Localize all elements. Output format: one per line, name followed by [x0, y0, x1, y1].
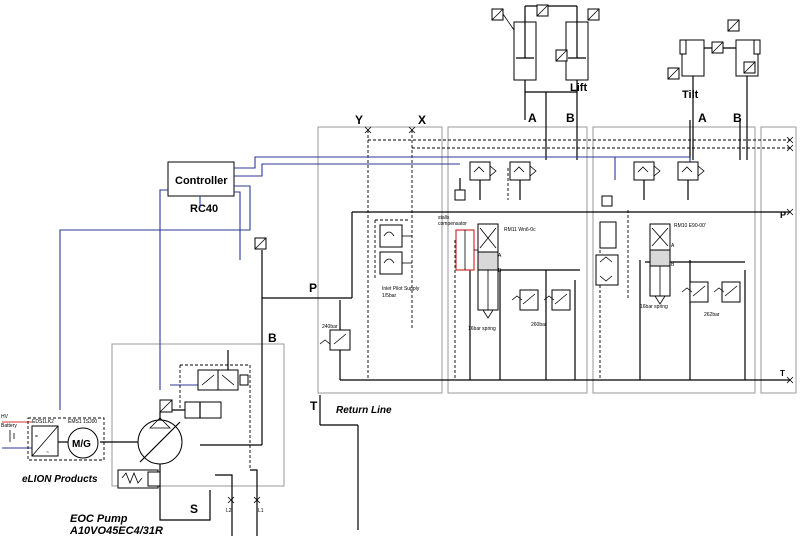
main-lines: [261, 211, 790, 530]
eoc-pump-label-2: A10VO45EC4/31R: [69, 525, 163, 536]
port-l2-label: L2: [226, 508, 232, 514]
tilt-valve-assembly: RM10 E90-00' A B 16bar spring 262bar: [595, 161, 741, 318]
pump-section-box: [111, 343, 285, 487]
port-b-pump-label: B: [268, 331, 277, 345]
lift-valve-a-label: A: [498, 253, 502, 259]
lift-valve-b-label: B: [498, 268, 502, 274]
pressure-sensor: [254, 237, 267, 250]
port-b1-label: B: [566, 111, 575, 125]
port-x-label: X: [418, 113, 426, 127]
stalls-comp-label-1: stalls: [438, 215, 450, 221]
port-a1-label: A: [528, 111, 537, 125]
lift-cylinders: [491, 4, 600, 93]
inlet-pilot-label-1: Inlet Pilot Supply: [382, 286, 420, 292]
spring-16a-label: 16bar spring: [468, 326, 496, 332]
port-t-label: T: [310, 399, 318, 413]
relief-260-label: 260bar: [531, 322, 547, 328]
port-a2-label: A: [698, 111, 707, 125]
controller-block: Controller RC40: [167, 161, 235, 215]
inlet-pilot-label-2: 1/5bar: [382, 293, 397, 299]
port-cross-marks: [227, 126, 794, 504]
lift-valve-section: [447, 126, 588, 394]
battery-label: Battery: [1, 423, 17, 429]
port-y-label: Y: [355, 113, 363, 127]
elion-label: eLION Products: [22, 474, 98, 485]
rm11-label: RM11 Wn6-0c: [504, 227, 536, 233]
port-l1-label: L1: [258, 508, 264, 514]
eoc-pump-assembly: L2 L1 EOC Pump A10VO45EC4/31R: [69, 350, 264, 536]
pilot-dashed-lines: [367, 130, 790, 380]
port-p-label: P: [309, 281, 317, 295]
controller-box: [167, 161, 235, 197]
pilot-supply-section: [317, 126, 443, 394]
inlet-pilot-supply: Inlet Pilot Supply 1/5bar: [374, 219, 420, 299]
hv-label: HV: [1, 414, 9, 420]
mg-label: M/G: [72, 439, 91, 450]
tilt-valve-a-label: A: [671, 243, 675, 249]
stalls-comp-label-2: compensator: [438, 221, 467, 227]
tilt-cylinders: [667, 19, 761, 90]
inverter-ac-mark: ~: [46, 450, 49, 456]
relief-262-label: 262bar: [704, 312, 720, 318]
eds-label: EDS1LK2: [32, 419, 54, 425]
rm10-label: RM10 E90-00': [674, 223, 706, 229]
port-b2-label: B: [733, 111, 742, 125]
spring-16b-label: 16bar spring: [640, 304, 668, 310]
work-port-lines: [524, 90, 748, 160]
controller-label: Controller: [175, 175, 228, 187]
tilt-valve-section: [592, 126, 756, 394]
return-line-label: Return Line: [336, 405, 392, 416]
tilt-label: Tilt: [682, 89, 699, 101]
end-cover-section: [760, 126, 797, 394]
port-p-right-label: P: [780, 210, 786, 220]
eoc-pump-label-1: EOC Pump: [70, 513, 128, 525]
port-s-label: S: [190, 502, 198, 516]
port-t-right-label: T: [780, 369, 785, 378]
rc40-label: RC40: [190, 203, 218, 215]
relief-240-label: 240bar: [322, 324, 338, 330]
lift-label: Lift: [570, 82, 587, 94]
elion-electric-drive: HV Battery = ~ EDS1LK2 M/G EMS1 1SJ00 eL…: [1, 414, 105, 485]
lift-valve-assembly: stalls compensator RM11 Wn6-0c A B 16bar…: [438, 161, 571, 332]
motor-generator: [67, 427, 99, 459]
tilt-valve-b-label: B: [671, 262, 675, 268]
ems-label: EMS1 1SJ00: [68, 419, 97, 425]
relief-valve-240: 240bar: [319, 324, 351, 365]
inverter-dc-mark: =: [35, 434, 38, 440]
